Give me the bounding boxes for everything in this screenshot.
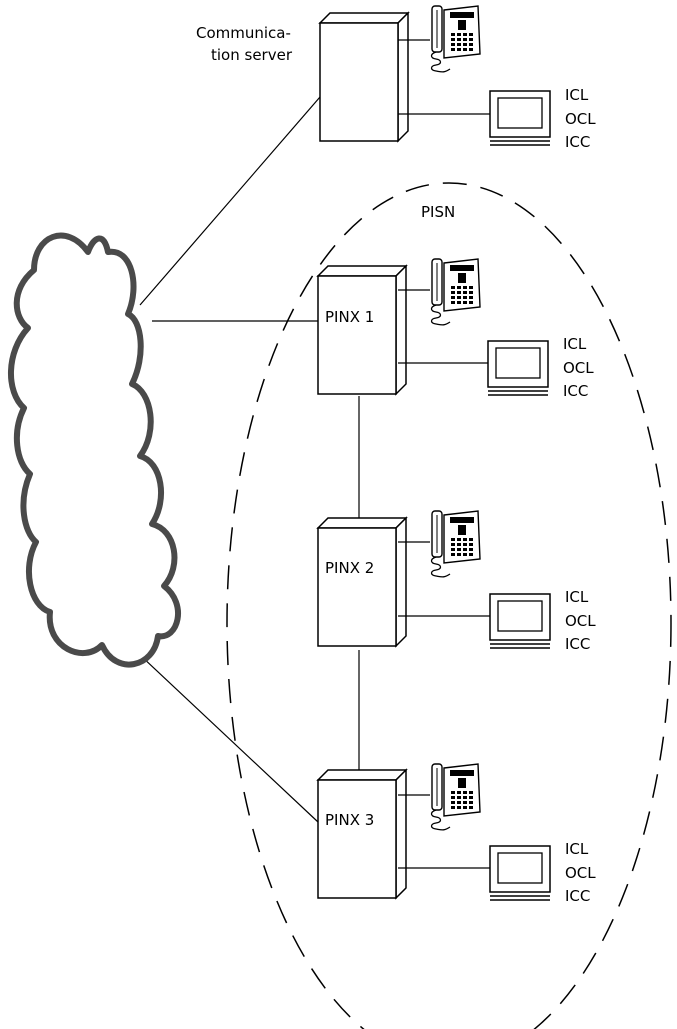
pisn-boundary xyxy=(226,182,672,1029)
terminal-label-ocl: OCL xyxy=(563,359,594,377)
telephone-icon xyxy=(430,510,481,578)
pinx-3-label: PINX 3 xyxy=(325,811,374,829)
monitor-icon xyxy=(489,90,551,146)
terminal-label-icc: ICC xyxy=(565,887,590,905)
communication-server xyxy=(319,12,409,142)
terminal-label-icc: ICC xyxy=(565,635,590,653)
link-cloud-server xyxy=(139,96,321,306)
pinx-2-label: PINX 2 xyxy=(325,559,374,577)
terminal-label-icc: ICC xyxy=(563,382,588,400)
telephone-icon xyxy=(430,258,481,326)
telephone-icon xyxy=(430,763,481,831)
pinx-1-label: PINX 1 xyxy=(325,308,374,326)
terminal-label-ocl: OCL xyxy=(565,110,596,128)
pinx-2-box xyxy=(317,517,407,647)
monitor-icon xyxy=(489,845,551,901)
terminal-label-icl: ICL xyxy=(565,840,589,858)
monitor-icon xyxy=(487,340,549,396)
terminal-label-icl: ICL xyxy=(565,588,589,606)
terminal-label-icl: ICL xyxy=(563,335,587,353)
link-cloud-pinx3 xyxy=(123,639,319,823)
monitor-icon xyxy=(489,593,551,649)
pinx-3-box xyxy=(317,769,407,899)
terminal-label-icc: ICC xyxy=(565,133,590,151)
telephone-icon xyxy=(430,5,481,73)
terminal-label-icl: ICL xyxy=(565,86,589,104)
cloud-icon xyxy=(8,232,182,668)
server-label-line1: Communica- xyxy=(196,24,291,42)
terminal-label-ocl: OCL xyxy=(565,612,596,630)
server-label-line2: tion server xyxy=(211,46,293,64)
pinx-1-box xyxy=(317,265,407,395)
terminal-label-ocl: OCL xyxy=(565,864,596,882)
pisn-label: PISN xyxy=(421,203,455,221)
